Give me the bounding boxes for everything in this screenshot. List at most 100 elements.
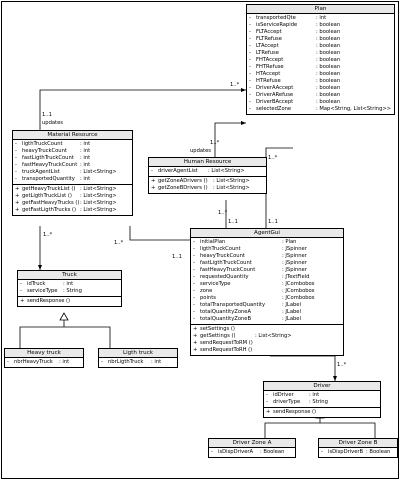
member-row: -truckAgentList: List<String> [15,169,130,176]
member-name: DriverBAccept [256,99,294,105]
member-row: +sendRequestToRM () [193,340,341,347]
member-name: fastLigthTruckCount [22,155,74,161]
member-name: totalQuantityZoneB [200,316,252,322]
member-name: DriverAAccept [256,85,294,91]
member-visibility: + [20,298,25,304]
truck-class: Truck -idTruck: int-serviceType: String … [17,270,122,307]
member-type: : JLabel [282,309,301,315]
member-row: +sendRequestToRH () [193,347,341,354]
truck-title: Truck [18,271,121,280]
member-visibility: - [151,168,153,174]
member-type: : JCombobox [282,281,315,287]
member-name: getZoneADrivers () [158,178,208,184]
member-visibility: - [15,155,17,161]
member-type: : boolean [316,43,341,49]
heavy-truck-attributes: -nbrHeavyTruck: int [5,358,83,367]
member-visibility: - [193,288,195,294]
member-name: fastHeavyTruckCount [200,267,256,273]
member-visibility: + [193,340,198,346]
member-name: ligthTruckCount [200,246,241,252]
member-visibility: + [151,185,156,191]
member-row: -nbrLigthTruck: int [101,359,175,366]
member-visibility: - [249,15,251,21]
driver-title: Driver [264,382,380,391]
member-name: FHTRefuse [256,64,284,70]
member-visibility: - [193,246,195,252]
ligth-truck-attributes: -nbrLigthTruck: int [99,358,177,367]
member-name: getLigthTruckList () [22,193,72,199]
member-name: fastHeavyTruckCount [22,162,78,168]
member-type: : JSpinner [282,253,307,259]
member-type: : JCombobox [282,288,315,294]
member-row: -idTruck : int [20,281,119,288]
member-name: serviceType [200,281,231,287]
member-row: -HTAccept: boolean [249,71,392,78]
human-resource-operations: +getZoneADrivers (): List<String>+getZon… [149,177,266,193]
member-name: truckAgentList [22,169,60,175]
member-type: : boolean [316,85,341,91]
member-row: -fastLigthTruckCount: JSpinner [193,260,341,267]
member-visibility: - [20,281,22,287]
driver-operations: +sendResponse () [264,408,380,417]
member-row: -fastHeavyTruckCount: int [15,162,130,169]
plan-class-title: Plan [247,5,394,14]
member-name: idTruck [27,281,46,287]
member-name: heavyTruckCount [22,148,67,154]
gui-plan-link [265,147,293,228]
member-row: -LTAccept: boolean [249,43,392,50]
member-row: -ligthTruckCount: JSpinner [193,246,341,253]
member-visibility: - [7,359,9,365]
member-visibility: - [266,392,268,398]
member-type: : int [80,141,91,147]
member-name: HTAccept [256,71,281,77]
member-type: : boolean [316,92,341,98]
member-type: : String [63,288,82,294]
member-type: : JTextField [282,274,310,280]
arrow-to-plan-2 [241,121,246,125]
member-visibility: + [151,178,156,184]
member-name: isDispDriverB [328,449,364,455]
member-row: -FLTRefuse: boolean [249,36,392,43]
member-visibility: - [249,99,251,105]
member-type: : int [309,392,320,398]
member-name: getZoneBDrivers () [158,185,208,191]
member-type: : boolean [316,57,341,63]
driver-class: Driver -idDriver: int-driverType: String… [263,381,381,418]
member-visibility: - [193,239,195,245]
member-visibility: + [15,193,20,199]
member-name: heavyTruckCount [200,253,245,259]
member-name: totalTransportedQuantity [200,302,266,308]
plan-class: Plan -transportedQte: int-isServiceRapid… [246,4,395,115]
member-name: sendResponse () [273,409,317,415]
member-visibility: - [193,281,195,287]
member-name: nbrLigthTruck [108,359,144,365]
member-type: : Plan [282,239,297,245]
member-visibility: - [249,57,251,63]
member-type: : String [309,399,328,405]
member-visibility: - [249,43,251,49]
arrow-to-truck [38,265,42,270]
member-name: initialPlan [200,239,226,245]
member-row: -isServiceRapide: boolean [249,22,392,29]
member-row: -DriverAAccept : boolean [249,85,392,92]
member-row: +getLigthTruckList (): List<String> [15,193,130,200]
ligth-truck-title: Ligth truck [99,349,177,358]
member-name: fastLigthTruckCount [200,260,252,266]
material-resource-operations: +getHeavyTruckList (): List<String>+getL… [13,185,132,215]
mult-plan-left-bottom: 1..1 [42,112,52,118]
member-visibility: + [193,333,198,339]
member-row: -heavyTruckCount: int [15,148,130,155]
member-name: sendRequestToRM () [200,340,253,346]
member-name: driverType [273,399,301,405]
arrow-to-plan-1 [241,88,246,92]
member-type: : List<String> [255,333,292,339]
member-visibility: - [249,85,251,91]
member-visibility: - [249,78,251,84]
member-type: : int [63,281,74,287]
human-resource-attributes: -driverAgentList: List<String> [149,167,266,177]
member-row: -isDispDriverA: Boolean [211,449,293,456]
member-type: : boolean [316,36,341,42]
mult-plan-gui-top: 1..* [268,155,278,161]
member-name: idDriver [273,392,294,398]
member-row: -FHTAccept: boolean [249,57,392,64]
